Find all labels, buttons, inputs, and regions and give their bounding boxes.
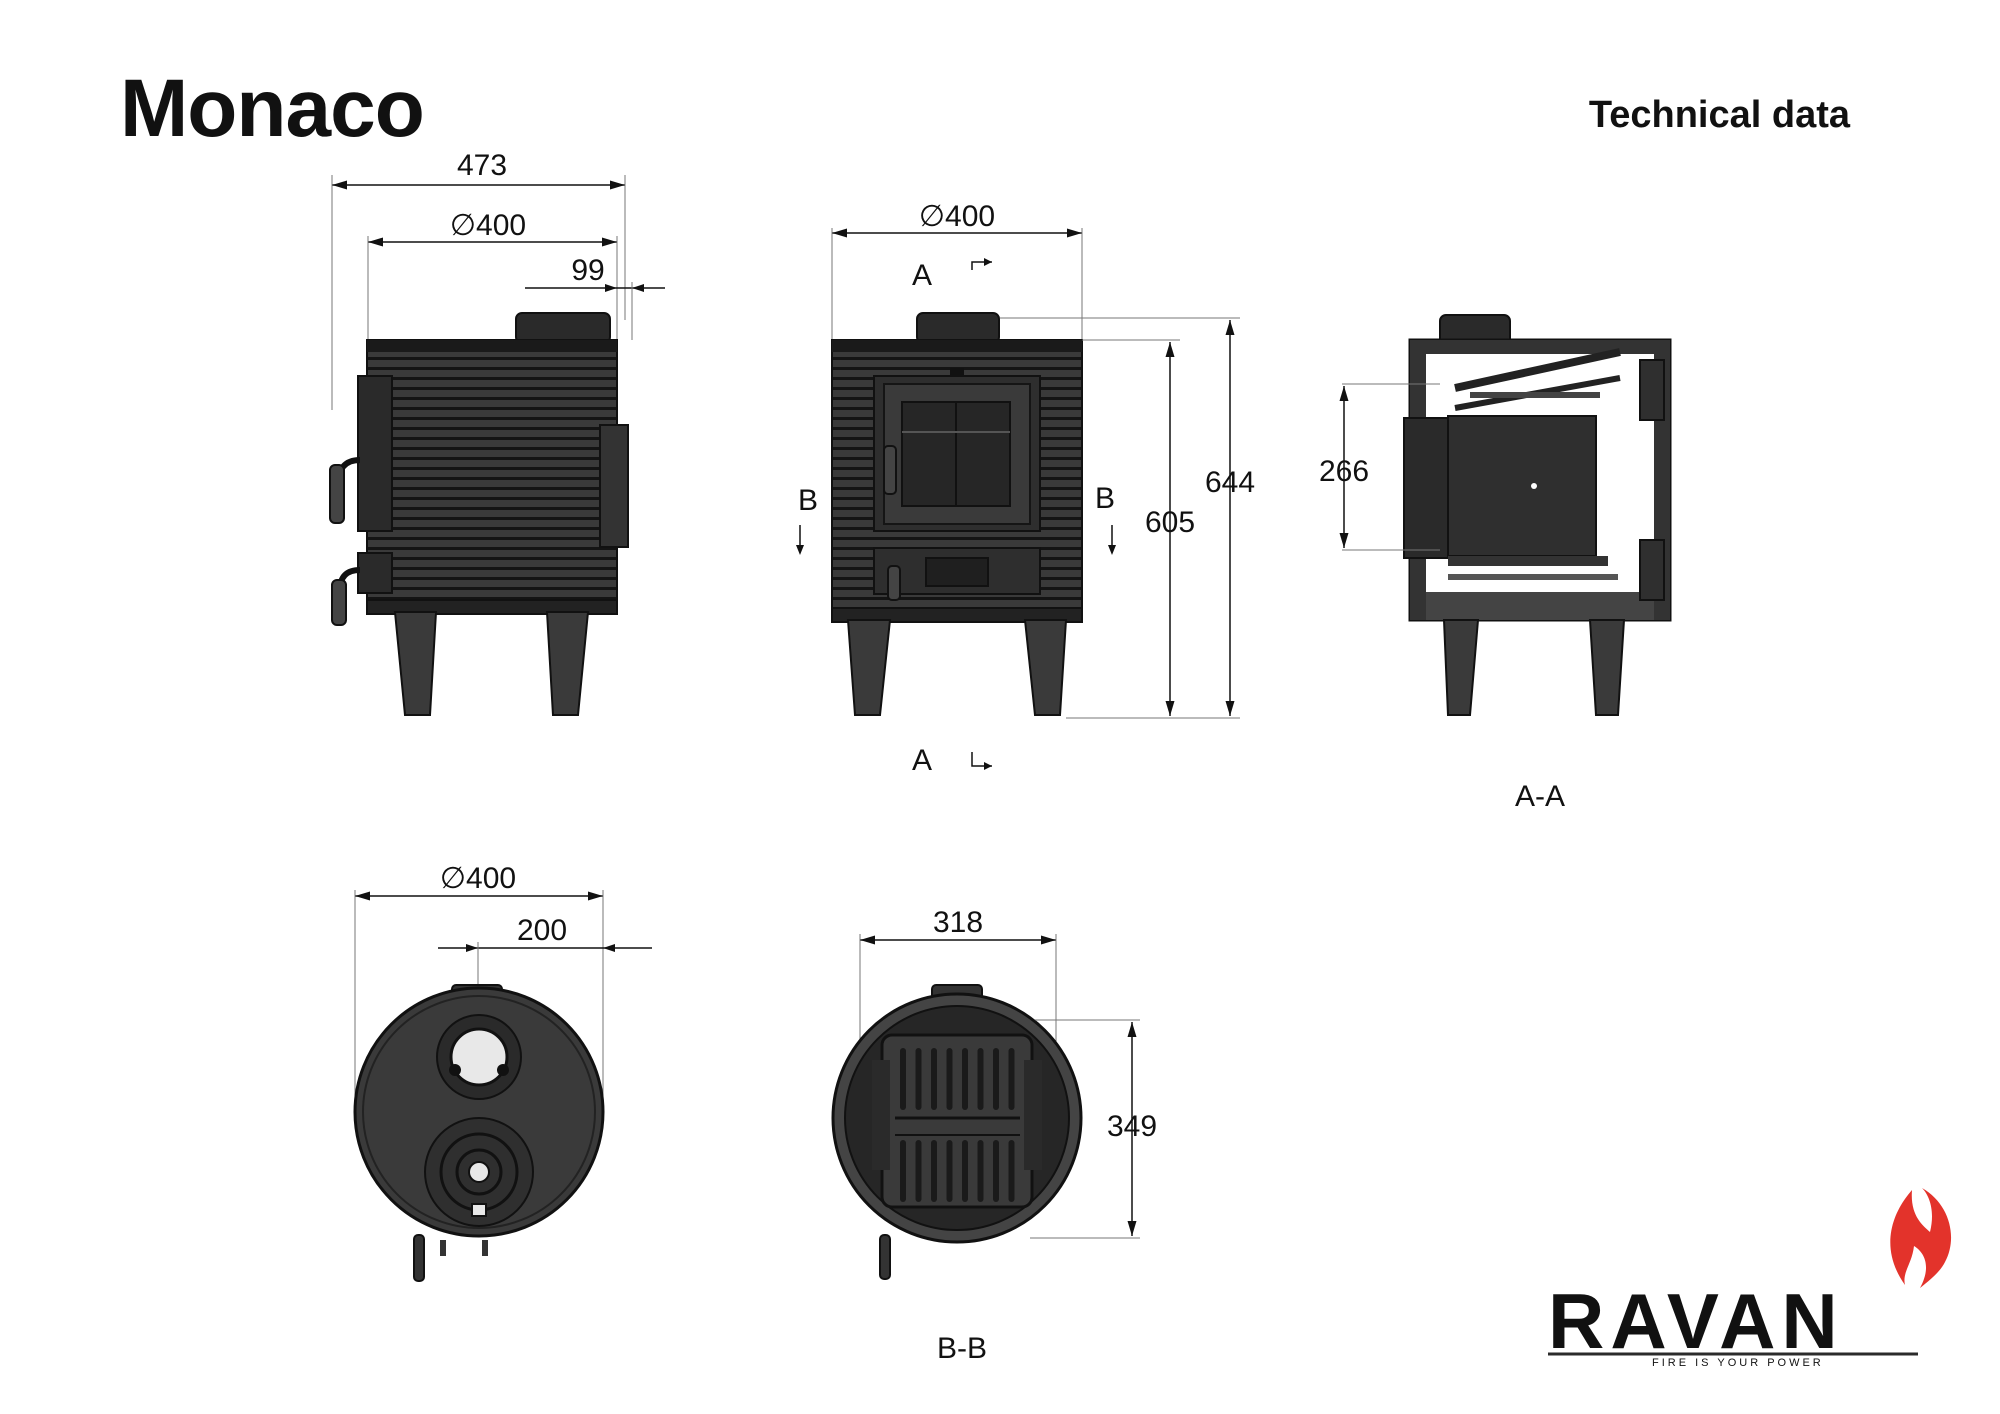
section-bb-view: 318 349 B-B [831,906,1157,1365]
grate-slot [931,1140,937,1202]
grate-slot [993,1048,999,1110]
section-aa-view: 266 A-A [1319,314,1672,813]
section-a-top-label: A [912,259,932,292]
side-dim-flue-offset: 99 [571,254,604,287]
top-view: ∅400 200 [353,862,652,1282]
section-b-right-label: B [1095,482,1115,515]
ravan-logo: RAVAN FIRE IS YOUR POWER [1548,1188,1952,1369]
grate-slot [915,1140,922,1202]
side-dim-width: 473 [457,149,507,182]
side-dim-flue: ∅400 [450,209,526,242]
brand-name: RAVAN [1548,1277,1844,1365]
brand-tagline: FIRE IS YOUR POWER [1652,1357,1824,1369]
grate-slot [900,1048,906,1110]
grate-slot [946,1048,953,1110]
section-a-bottom-label: A [912,744,932,777]
section-bb-dim-width: 318 [933,906,983,939]
side-view: 473 ∅400 99 [329,149,665,716]
grate-slot [977,1140,984,1202]
grate-slot [993,1140,999,1202]
front-dim-flue: ∅400 [919,200,995,233]
front-view: ∅400 A A B B [796,200,1255,777]
section-aa-dim-door: 266 [1319,455,1369,488]
grate-slot [931,1048,937,1110]
grate-slot [946,1140,953,1202]
top-dim-flue: ∅400 [440,862,516,895]
grate-slot [1008,1140,1015,1202]
grate-slot [962,1140,968,1202]
grate-slot [977,1048,984,1110]
section-bb-label: B-B [937,1332,987,1365]
front-dim-height-flue: 605 [1145,506,1195,539]
page-subtitle: Technical data [1588,94,1850,136]
page-title: Monaco [120,63,425,154]
section-b-left-label: B [798,484,818,517]
front-dim-height-total: 644 [1205,466,1255,499]
grate-slot [1008,1048,1015,1110]
grate-slot [915,1048,922,1110]
grate-slot [900,1140,906,1202]
section-bb-grate [900,1048,1015,1202]
section-bb-dim-depth: 349 [1107,1110,1157,1143]
flame-icon [1890,1188,1952,1288]
section-aa-label: A-A [1515,780,1565,813]
top-dim-offset: 200 [517,914,567,947]
grate-slot [962,1048,968,1110]
